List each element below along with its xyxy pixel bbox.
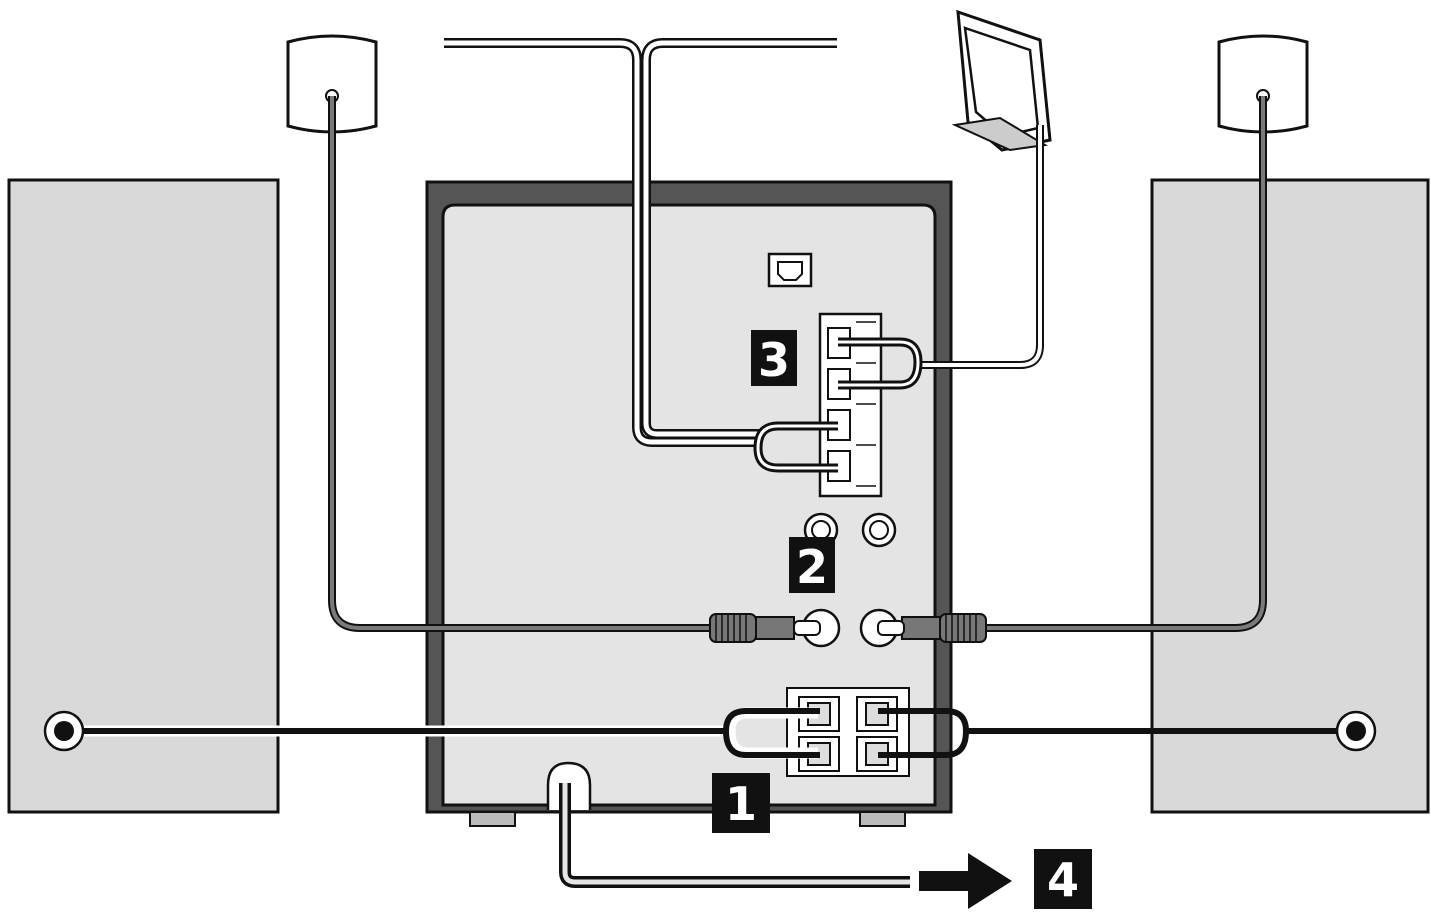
step-3-label: 3 — [758, 333, 790, 387]
step-badge-4: 4 — [1034, 849, 1092, 909]
am-loop-antenna — [915, 9, 1052, 369]
right-rca-plug — [877, 613, 987, 643]
unit-foot-right — [859, 811, 906, 827]
optical-port-icon — [767, 252, 813, 288]
speaker-terminal-icon — [786, 687, 910, 777]
left-rca-plug — [709, 613, 821, 643]
step-4-label: 4 — [1047, 853, 1079, 907]
left-speaker-box — [7, 178, 280, 814]
step-badge-1: 1 — [712, 773, 770, 833]
step-badge-3: 3 — [751, 330, 797, 387]
unit-foot-left — [469, 811, 516, 827]
right-speaker-box — [1150, 178, 1430, 814]
right-speaker-wire — [878, 708, 1356, 758]
step-2-label: 2 — [796, 540, 828, 594]
arrow-right-icon — [919, 853, 1012, 909]
power-cord — [546, 761, 910, 888]
step-1-label: 1 — [725, 777, 757, 831]
fm-antenna — [444, 38, 837, 447]
right-speaker-terminal — [1335, 710, 1377, 752]
main-unit-back-panel — [441, 203, 937, 807]
step-badge-2: 2 — [789, 537, 835, 594]
left-speaker-terminal — [43, 710, 85, 752]
